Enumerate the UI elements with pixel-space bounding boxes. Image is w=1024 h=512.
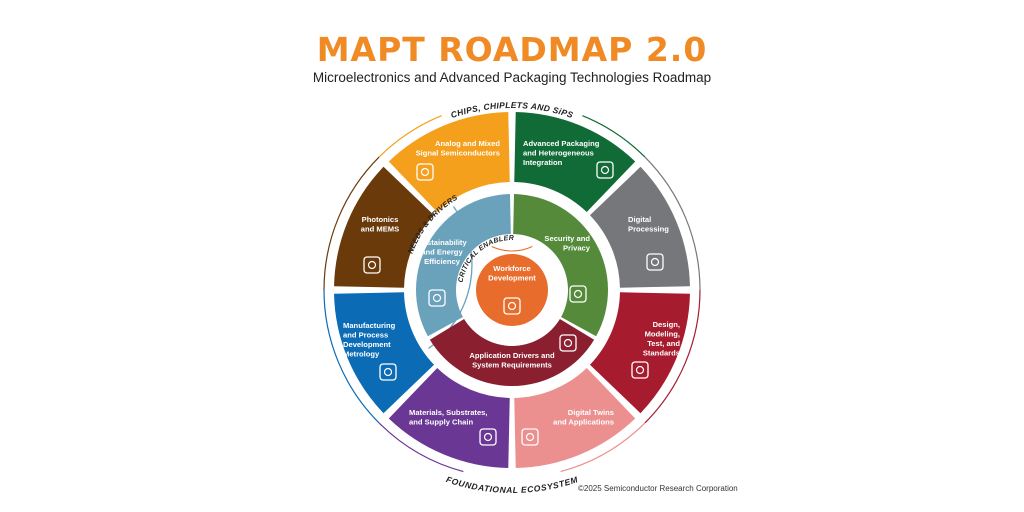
ring-arc <box>491 246 533 252</box>
label-line: Manufacturing <box>343 321 396 330</box>
copyright-text: ©2025 Semiconductor Research Corporation <box>578 484 738 493</box>
outer-segment[interactable] <box>388 112 510 213</box>
outer-segment[interactable] <box>514 367 636 468</box>
label-line: Photonics <box>362 215 399 224</box>
label-line: Integration <box>523 158 563 167</box>
outer-segment-label: Materials, Substrates,and Supply Chain <box>409 408 488 427</box>
page-title: MAPT ROADMAP 2.0 <box>317 30 708 69</box>
chip-package-icon <box>596 161 614 179</box>
brain-circuit-icon <box>416 163 434 181</box>
ring-arc <box>560 422 646 473</box>
label-line: Development <box>488 274 536 283</box>
middle-segment[interactable] <box>429 319 595 386</box>
ring-arc <box>323 156 380 291</box>
outer-top-ring-label: CHIPS, CHIPLETS AND SiPS <box>449 100 574 120</box>
label-line: Security and <box>544 234 590 243</box>
label-line: Sustainability <box>417 238 467 247</box>
lab-materials-icon <box>479 428 497 446</box>
label-line: and MEMS <box>361 225 399 234</box>
label-line: Advanced Packaging <box>523 139 600 148</box>
label-line: and Energy <box>421 248 463 257</box>
label-line: Analog and Mixed <box>435 139 500 148</box>
photonics-icon <box>363 256 381 274</box>
label-line: Application Drivers and <box>469 351 555 360</box>
label-line: Materials, Substrates, <box>409 408 488 417</box>
page-subtitle: Microelectronics and Advanced Packaging … <box>313 70 711 85</box>
lock-icon <box>569 285 587 303</box>
label-line: and Heterogeneous <box>523 149 594 158</box>
ring-arc <box>323 289 380 424</box>
label-line: and Process <box>343 331 388 340</box>
label-line: Workforce <box>493 264 530 273</box>
middle-segment[interactable] <box>513 194 608 337</box>
people-icon <box>503 297 521 315</box>
cubes-twin-icon <box>521 428 539 446</box>
label-line: System Requirements <box>472 361 552 370</box>
outer-segment[interactable] <box>589 292 690 414</box>
outer-segment[interactable] <box>589 166 690 288</box>
label-line: and Supply Chain <box>409 418 473 427</box>
label-line: Signal Semiconductors <box>416 149 500 158</box>
label-line: Digital Twins <box>568 408 614 417</box>
factory-icon <box>379 363 397 381</box>
label-line: Privacy <box>563 244 591 253</box>
label-line: Efficiency <box>424 257 461 266</box>
ring-arc <box>378 422 464 473</box>
outer-segment[interactable] <box>334 292 435 414</box>
ring-arc <box>644 156 701 291</box>
laptop-gear-icon <box>559 334 577 352</box>
label-line: Digital <box>628 215 651 224</box>
outer-segment[interactable] <box>334 166 435 288</box>
workforce-circle[interactable] <box>476 254 548 326</box>
binary-data-icon <box>646 253 664 271</box>
label-line: Metrology <box>343 350 380 359</box>
label-line: Modeling, <box>645 330 680 339</box>
label-line: Processing <box>628 225 669 234</box>
sustainable-factory-icon <box>428 289 446 307</box>
label-line: Design, <box>653 320 680 329</box>
outer-segment[interactable] <box>514 112 636 213</box>
label-line: and Applications <box>553 418 614 427</box>
label-line: Standards <box>643 349 680 358</box>
design-test-icon <box>631 361 649 379</box>
label-line: Development <box>343 340 391 349</box>
label-line: Test, and <box>647 339 680 348</box>
outer-bottom-ring-label: FOUNDATIONAL ECOSYSTEM <box>445 474 580 495</box>
ring-arc <box>582 115 646 158</box>
ring-arc <box>378 115 442 158</box>
ring-arc <box>644 289 701 424</box>
